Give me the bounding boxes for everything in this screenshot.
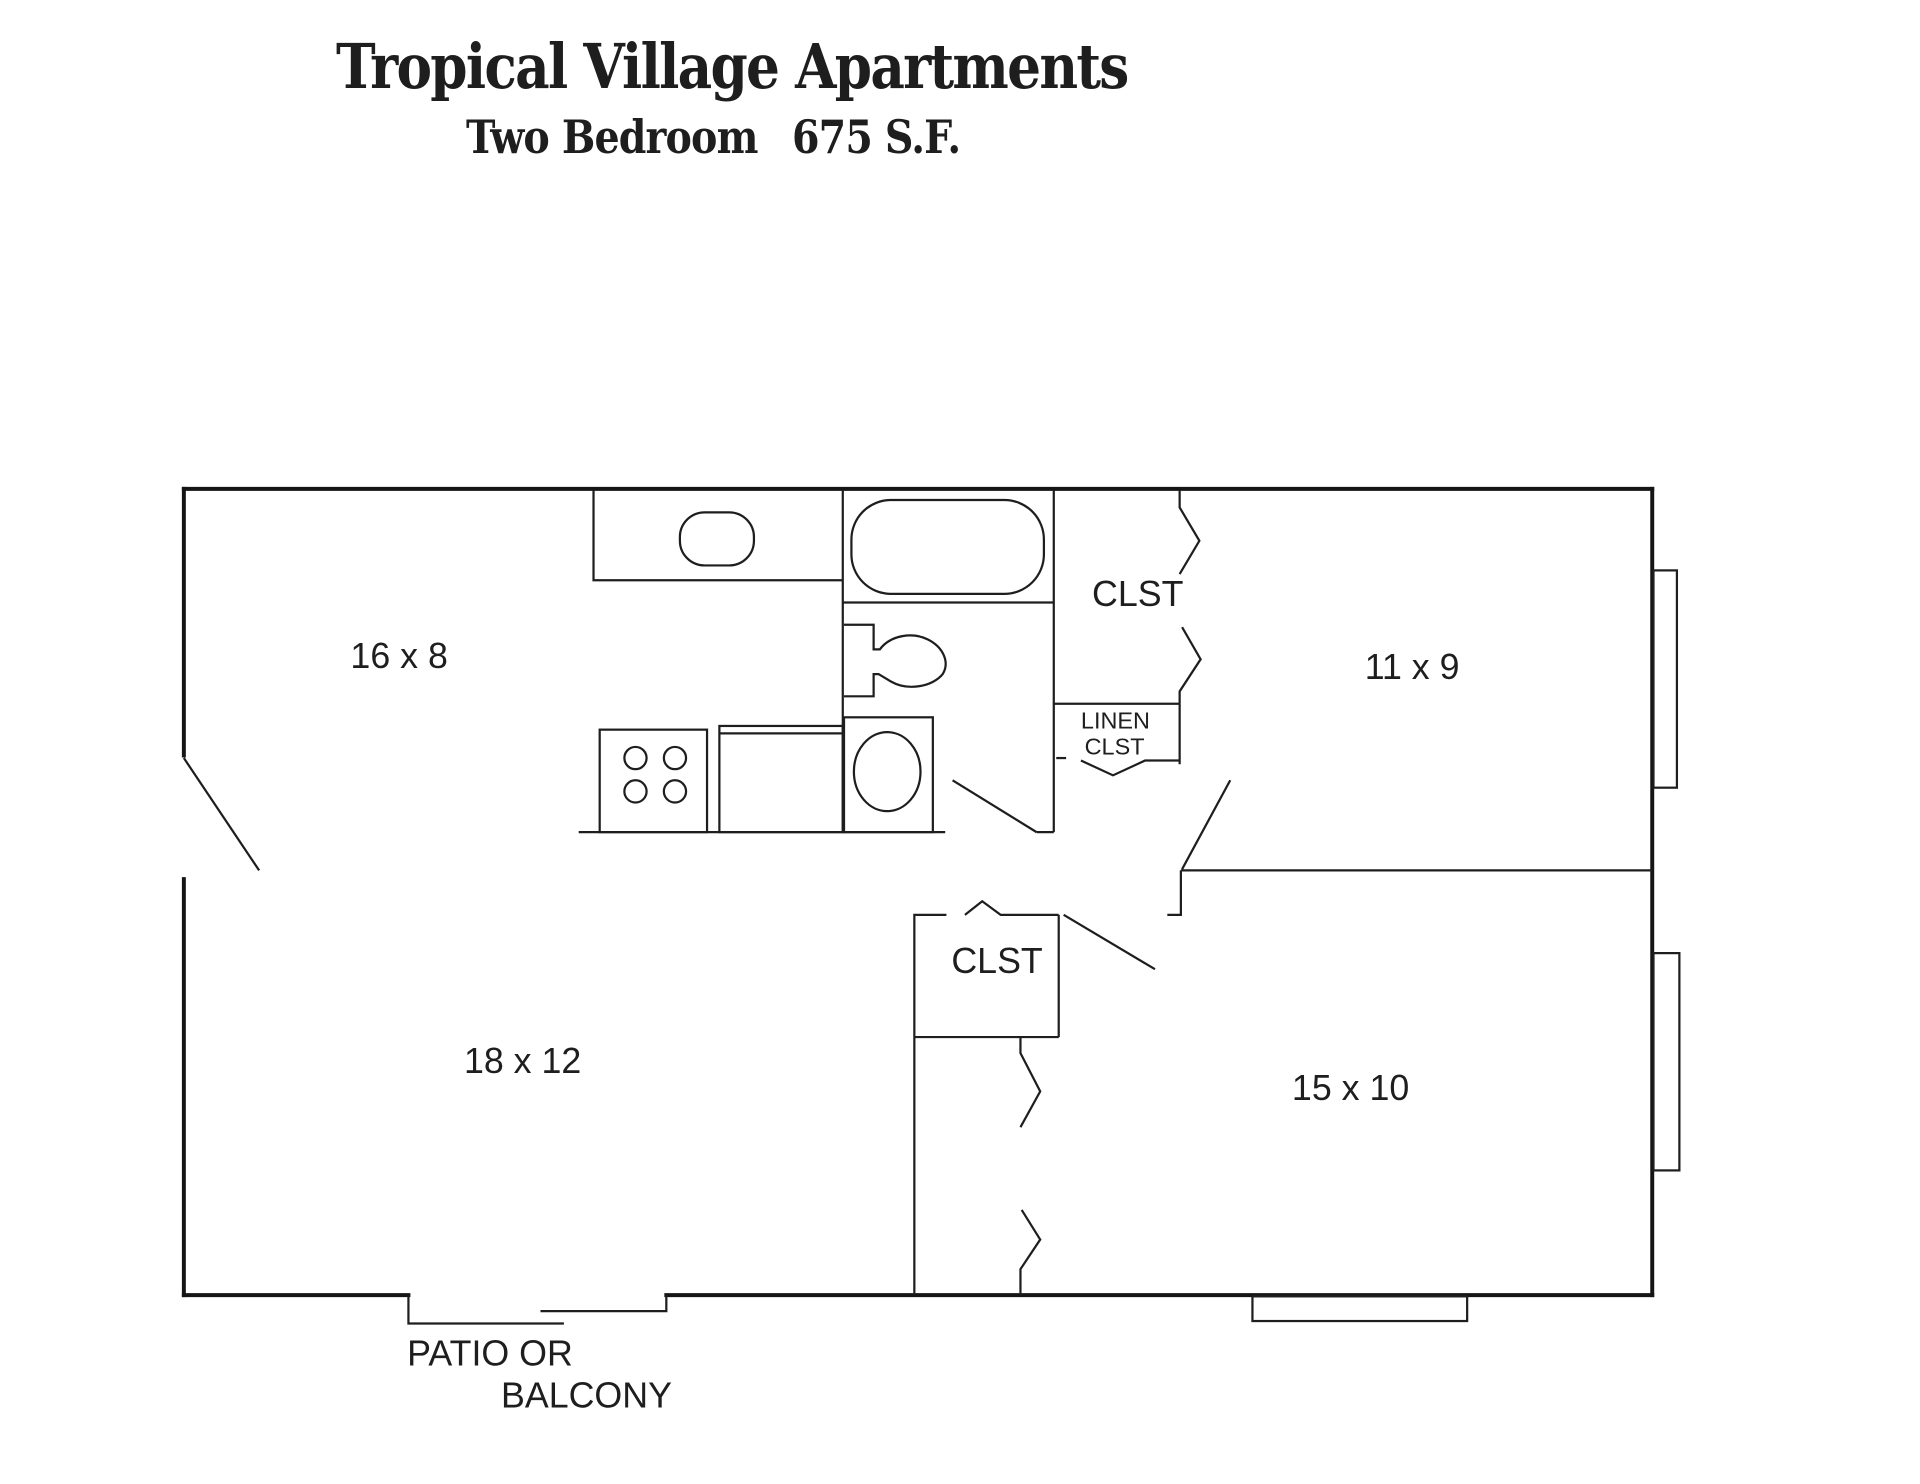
bathroom [841, 490, 1055, 834]
bedroom-1-walls [1167, 779, 1653, 916]
bath-sink-icon [852, 731, 922, 813]
closet-bifold-door-icon[interactable] [1178, 626, 1202, 704]
closet-label: CLST [1092, 574, 1184, 614]
exterior-walls [181, 486, 1655, 1298]
closet-bifold-door-icon[interactable] [1178, 490, 1201, 575]
bedroom-2-door-icon[interactable] [1063, 913, 1156, 971]
hall-closet [913, 899, 1156, 1296]
unit-area: 675 S.F. [791, 110, 961, 164]
range-icon [598, 728, 709, 834]
closet-label-hall: CLST [951, 941, 1043, 981]
room-label-bedroom-2: 15 x 10 [1292, 1068, 1409, 1108]
refrigerator-icon [718, 724, 844, 834]
sink-icon [678, 511, 756, 567]
bathroom-door-icon[interactable] [952, 779, 1038, 834]
kitchen-counter-bottom [578, 724, 946, 834]
bathtub-icon [850, 498, 1046, 595]
room-label-kitchen: 16 x 8 [350, 636, 447, 676]
hall-closet-door-icon[interactable] [964, 899, 1059, 916]
window-icon-bottom [1251, 1295, 1469, 1323]
window-icon-bedroom-1 [1652, 569, 1679, 789]
window-icon-bedroom-2 [1652, 952, 1681, 1172]
bedroom-1-door-icon[interactable] [1181, 779, 1232, 870]
patio-sliding-door-icon[interactable] [407, 1295, 668, 1325]
closet-area [1053, 490, 1202, 777]
bedroom-2-closet [1019, 1037, 1042, 1296]
linen-closet-label-line2: CLST [1085, 733, 1145, 759]
unit-subtitle: Two Bedroom 675 S.F. [466, 110, 961, 164]
unit-type: Two Bedroom [466, 110, 758, 164]
page-title: Tropical Village Apartments [336, 30, 1129, 103]
linen-closet-label-line1: LINEN [1081, 707, 1150, 733]
room-label-living: 18 x 12 [464, 1041, 581, 1081]
toilet-icon [844, 623, 947, 698]
kitchen-counter-top [592, 490, 843, 582]
closet-bifold-door-icon[interactable] [1019, 1209, 1042, 1296]
room-label-bedroom-1: 11 x 9 [1365, 647, 1460, 687]
patio-label-line1: PATIO OR [407, 1333, 573, 1373]
patio-label-line2: BALCONY [501, 1375, 672, 1415]
entry-door-icon[interactable] [182, 757, 261, 872]
closet-bifold-door-icon[interactable] [1019, 1037, 1042, 1128]
linen-closet-door-icon[interactable] [1080, 759, 1180, 777]
